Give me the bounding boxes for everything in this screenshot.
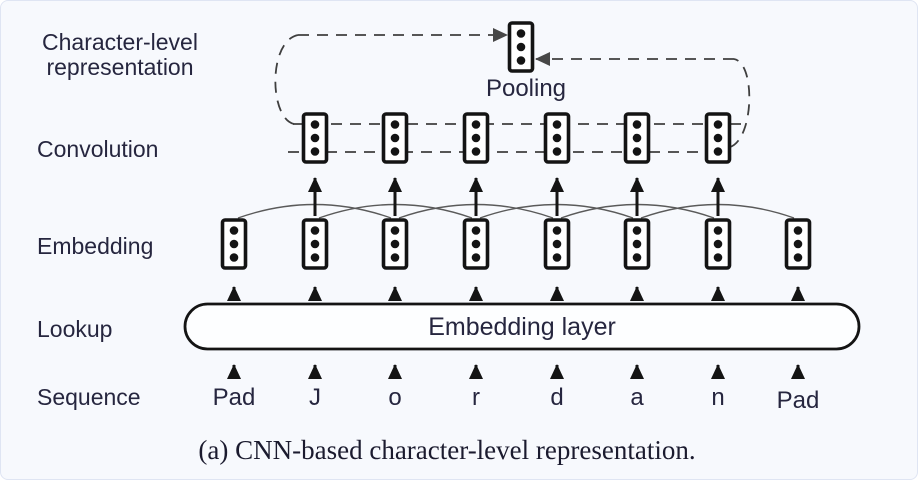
conv-node (623, 112, 651, 164)
label-lookup: Lookup (37, 316, 112, 342)
sequence-token: n (711, 384, 724, 411)
sequence-token: o (388, 384, 401, 411)
embedding-node (704, 218, 732, 270)
label-embedding: Embedding (37, 233, 153, 259)
embedding-node (462, 218, 490, 270)
sequence-token: Pad (777, 387, 820, 414)
embedding-node (301, 218, 329, 270)
pooling-band-left-curl (274, 34, 299, 125)
label-sequence: Sequence (37, 384, 141, 410)
sequence-token: d (550, 384, 563, 411)
embedding-node (381, 218, 409, 270)
conv-node (704, 112, 732, 164)
conv-node (462, 112, 490, 164)
sequence-token: r (472, 384, 480, 411)
embedding-node (784, 218, 812, 270)
sequence-token: J (309, 384, 321, 411)
label-character-level-line1: Character-level (42, 29, 198, 55)
embedding-node (220, 218, 248, 270)
embedding-node (623, 218, 651, 270)
conv-node (301, 112, 329, 164)
label-character-level-line2: representation (46, 54, 193, 80)
figure-caption: (a) CNN-based character-level representa… (198, 435, 695, 465)
conv-node (543, 112, 571, 164)
embedding-layer-box (183, 302, 861, 351)
sequence-token: Pad (213, 384, 256, 411)
embedding-layer-label: Embedding layer (428, 313, 616, 341)
label-convolution: Convolution (37, 136, 158, 162)
pooling-label: Pooling (486, 75, 566, 102)
embedding-node (543, 218, 571, 270)
conv-node (381, 112, 409, 164)
sequence-token: a (630, 384, 644, 411)
pooling-node (507, 21, 535, 73)
pooling-band-right-curl (729, 58, 751, 148)
